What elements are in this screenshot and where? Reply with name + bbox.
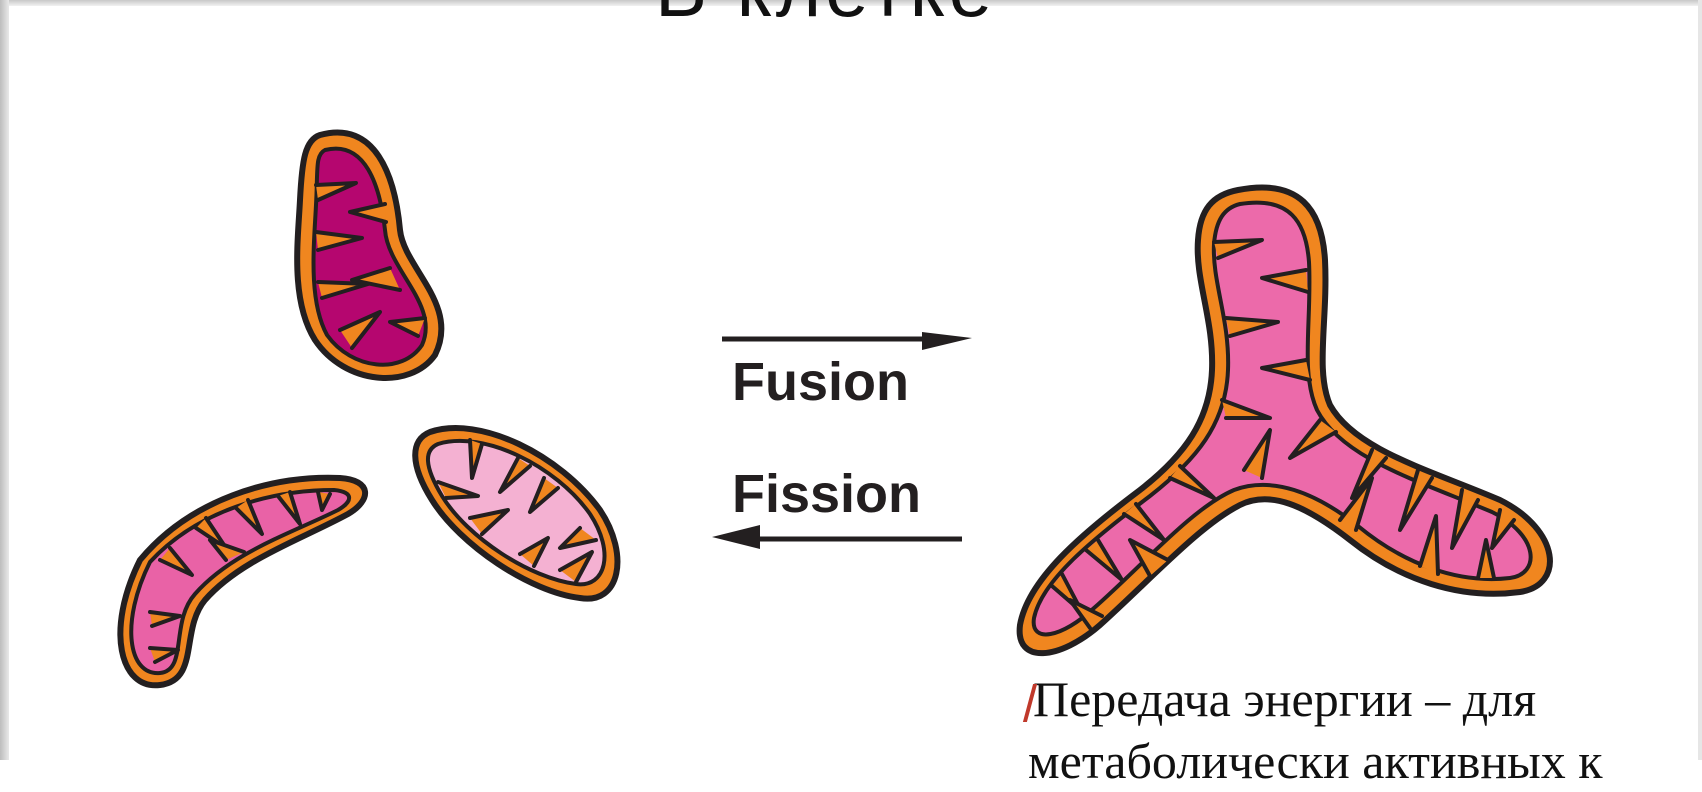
fission-label: Fission xyxy=(732,464,921,524)
mitochondrion-small-oval xyxy=(415,428,617,599)
caption-line-1-text: Передача энергии – для xyxy=(1033,671,1536,727)
caption: Передача энергии – для метаболически акт… xyxy=(1028,668,1603,792)
caption-line-2: метаболически активных к xyxy=(1028,730,1603,792)
mitochondrion-small-dark xyxy=(297,132,441,377)
caption-line-1: Передача энергии – для xyxy=(1028,668,1603,730)
fission-arrow xyxy=(712,525,962,549)
fusion-arrow xyxy=(722,332,972,350)
mitochondrion-fused-network xyxy=(1020,187,1550,653)
fusion-label: Fusion xyxy=(732,352,909,412)
mitochondria-dynamics-diagram: Fusion Fission xyxy=(0,0,1702,760)
mitochondrion-small-curved xyxy=(120,478,365,686)
